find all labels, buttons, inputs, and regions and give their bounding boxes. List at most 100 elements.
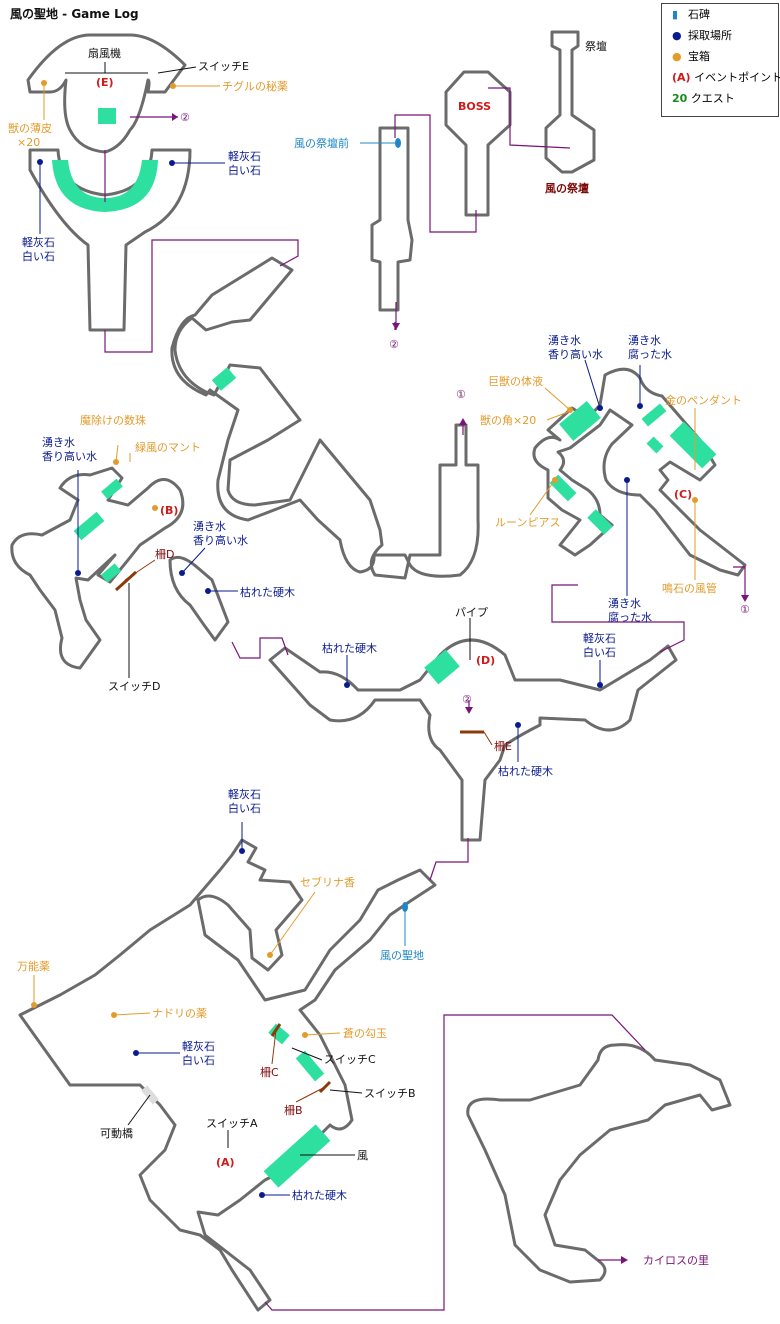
wind-sanctuary-label: 風の聖地 bbox=[380, 949, 424, 962]
withered-4-label: 枯れた硬木 bbox=[292, 1188, 347, 1202]
spring-fragrant-3: 湧き水 香り高い水 bbox=[193, 520, 248, 547]
left-complex bbox=[10, 466, 185, 670]
link-2-hub: ② bbox=[462, 693, 472, 706]
giant-beast-label: 巨獣の体液 bbox=[488, 374, 543, 388]
green-mantle-label: 緑風のマント bbox=[135, 440, 201, 454]
bridge bbox=[101, 478, 123, 500]
wind-label: 風 bbox=[357, 1149, 368, 1162]
legend-event: (A) イベントポイント bbox=[662, 67, 780, 88]
bridge bbox=[559, 401, 601, 441]
fan-platform bbox=[98, 108, 116, 124]
left-side-room bbox=[168, 555, 230, 642]
bridge bbox=[646, 436, 664, 454]
switch-e-label: スイッチE bbox=[198, 60, 249, 73]
sebrina-label: セブリナ香 bbox=[300, 875, 355, 889]
legend-monument: ▮ 石碑 bbox=[662, 4, 778, 25]
pumice-3-label: 軽灰石 白い石 bbox=[583, 631, 620, 659]
bridge bbox=[424, 649, 460, 685]
altar-column bbox=[544, 30, 596, 174]
event-mark: (A) bbox=[672, 71, 691, 84]
bottom-left-complex bbox=[18, 838, 437, 1312]
kairos-approach-room bbox=[466, 1043, 732, 1284]
event-e-label: (E) bbox=[96, 76, 114, 89]
chigle-label: チグルの秘薬 bbox=[222, 79, 288, 93]
fence-b-label: 柵B bbox=[284, 1103, 303, 1117]
route-arrows bbox=[172, 113, 749, 1264]
bridge bbox=[268, 1023, 290, 1045]
beast-hide-label: 獣の薄皮 ×20 bbox=[8, 121, 56, 149]
link-2-bottom: ② bbox=[389, 338, 399, 351]
bridge bbox=[669, 421, 717, 469]
bridge bbox=[641, 403, 667, 427]
fence-e-label: 柵E bbox=[494, 739, 512, 753]
pumice-1-label: 軽灰石 白い石 bbox=[228, 149, 265, 177]
gold-pendant-label: 金のペンダント bbox=[665, 393, 742, 407]
legend-event-text: イベントポイント bbox=[694, 71, 780, 84]
withered-1-label: 枯れた硬木 bbox=[240, 585, 295, 599]
bridge bbox=[587, 509, 613, 535]
legend-monument-text: 石碑 bbox=[688, 8, 710, 21]
legend-gather-text: 採取場所 bbox=[688, 29, 732, 42]
bridges bbox=[73, 367, 717, 1188]
legend-quest-text: クエスト bbox=[690, 92, 735, 105]
beast-hide-line1: 獣の薄皮 bbox=[8, 121, 52, 135]
chest-point bbox=[152, 505, 158, 511]
link-2-label: ② bbox=[180, 111, 190, 124]
center-hub bbox=[268, 638, 678, 842]
monument-icon bbox=[395, 138, 401, 148]
link-1-top: ① bbox=[456, 388, 466, 401]
beast-hide-line2: ×20 bbox=[17, 136, 40, 149]
nadori-label: ナドリの薬 bbox=[152, 1007, 207, 1020]
pumice-2-label: 軽灰石 白い石 bbox=[22, 235, 59, 263]
monument-icon: ▮ bbox=[672, 8, 679, 21]
legend-chest: ● 宝箱 bbox=[662, 46, 778, 67]
map-labels: 扇風機 (E) スイッチE チグルの秘薬 ② 獣の薄皮 ×20 軽灰石 白い石 … bbox=[8, 39, 750, 1267]
pumice-5-label: 軽灰石 白い石 bbox=[182, 1039, 219, 1067]
withered-2-label: 枯れた硬木 bbox=[322, 641, 377, 655]
legend-chest-text: 宝箱 bbox=[688, 50, 710, 63]
link-1-right: ① bbox=[740, 603, 750, 616]
magatama-label: 蒼の勾玉 bbox=[343, 1027, 387, 1040]
rune-pierce-label: ルーンピアス bbox=[495, 516, 560, 529]
withered-3-label: 枯れた硬木 bbox=[498, 764, 553, 778]
event-b-label: (B) bbox=[160, 504, 178, 517]
chest-dot-icon: ● bbox=[672, 50, 682, 63]
beast-horn-label: 獣の角×20 bbox=[480, 413, 536, 427]
movable-bridge-label: 可動橋 bbox=[100, 1126, 133, 1140]
altar-front-label: 風の祭壇前 bbox=[294, 136, 349, 150]
event-c-label: (C) bbox=[674, 488, 692, 501]
event-d-label: (D) bbox=[476, 654, 495, 667]
fan-room bbox=[26, 33, 187, 154]
spring-fragrant-2: 湧き水 香り高い水 bbox=[42, 436, 97, 463]
altar-front-column bbox=[370, 126, 414, 312]
bridge bbox=[211, 367, 237, 391]
bridge bbox=[73, 511, 105, 541]
spring-rotten-2: 湧き水 腐った水 bbox=[608, 597, 652, 624]
pumice-4-label: 軽灰石 白い石 bbox=[228, 787, 265, 815]
fence-d-label: 柵D bbox=[155, 547, 174, 561]
switch-a-label: スイッチA bbox=[206, 1117, 258, 1130]
map-legend: ▮ 石碑 ● 採取場所 ● 宝箱 (A) イベントポイント 20 クエスト bbox=[661, 3, 780, 117]
panacea-label: 万能薬 bbox=[17, 959, 50, 973]
bridge bbox=[100, 563, 122, 583]
bridge bbox=[295, 1050, 325, 1082]
demon-beads-label: 魔除けの数珠 bbox=[80, 413, 146, 427]
room-walls bbox=[10, 30, 747, 1312]
switch-b-label: スイッチB bbox=[364, 1087, 416, 1100]
boss-column bbox=[444, 70, 512, 217]
wind-altar-label: 風の祭壇 bbox=[545, 181, 589, 195]
fence-c-label: 柵C bbox=[260, 1065, 279, 1079]
switch-d-label: スイッチD bbox=[108, 680, 160, 693]
quest-mark: 20 bbox=[672, 92, 688, 105]
fan-label: 扇風機 bbox=[88, 46, 121, 60]
bridge bbox=[263, 1124, 331, 1188]
legend-quest: 20 クエスト bbox=[662, 88, 778, 109]
winding-corridor bbox=[170, 256, 480, 580]
altar-label: 祭壇 bbox=[585, 39, 607, 53]
spring-fragrant-1: 湧き水 香り高い水 bbox=[548, 334, 603, 361]
route-lines bbox=[104, 87, 746, 1311]
gather-dot-icon: ● bbox=[672, 29, 682, 42]
legend-gather: ● 採取場所 bbox=[662, 25, 778, 46]
map-title: 風の聖地 - Game Log bbox=[10, 6, 139, 21]
